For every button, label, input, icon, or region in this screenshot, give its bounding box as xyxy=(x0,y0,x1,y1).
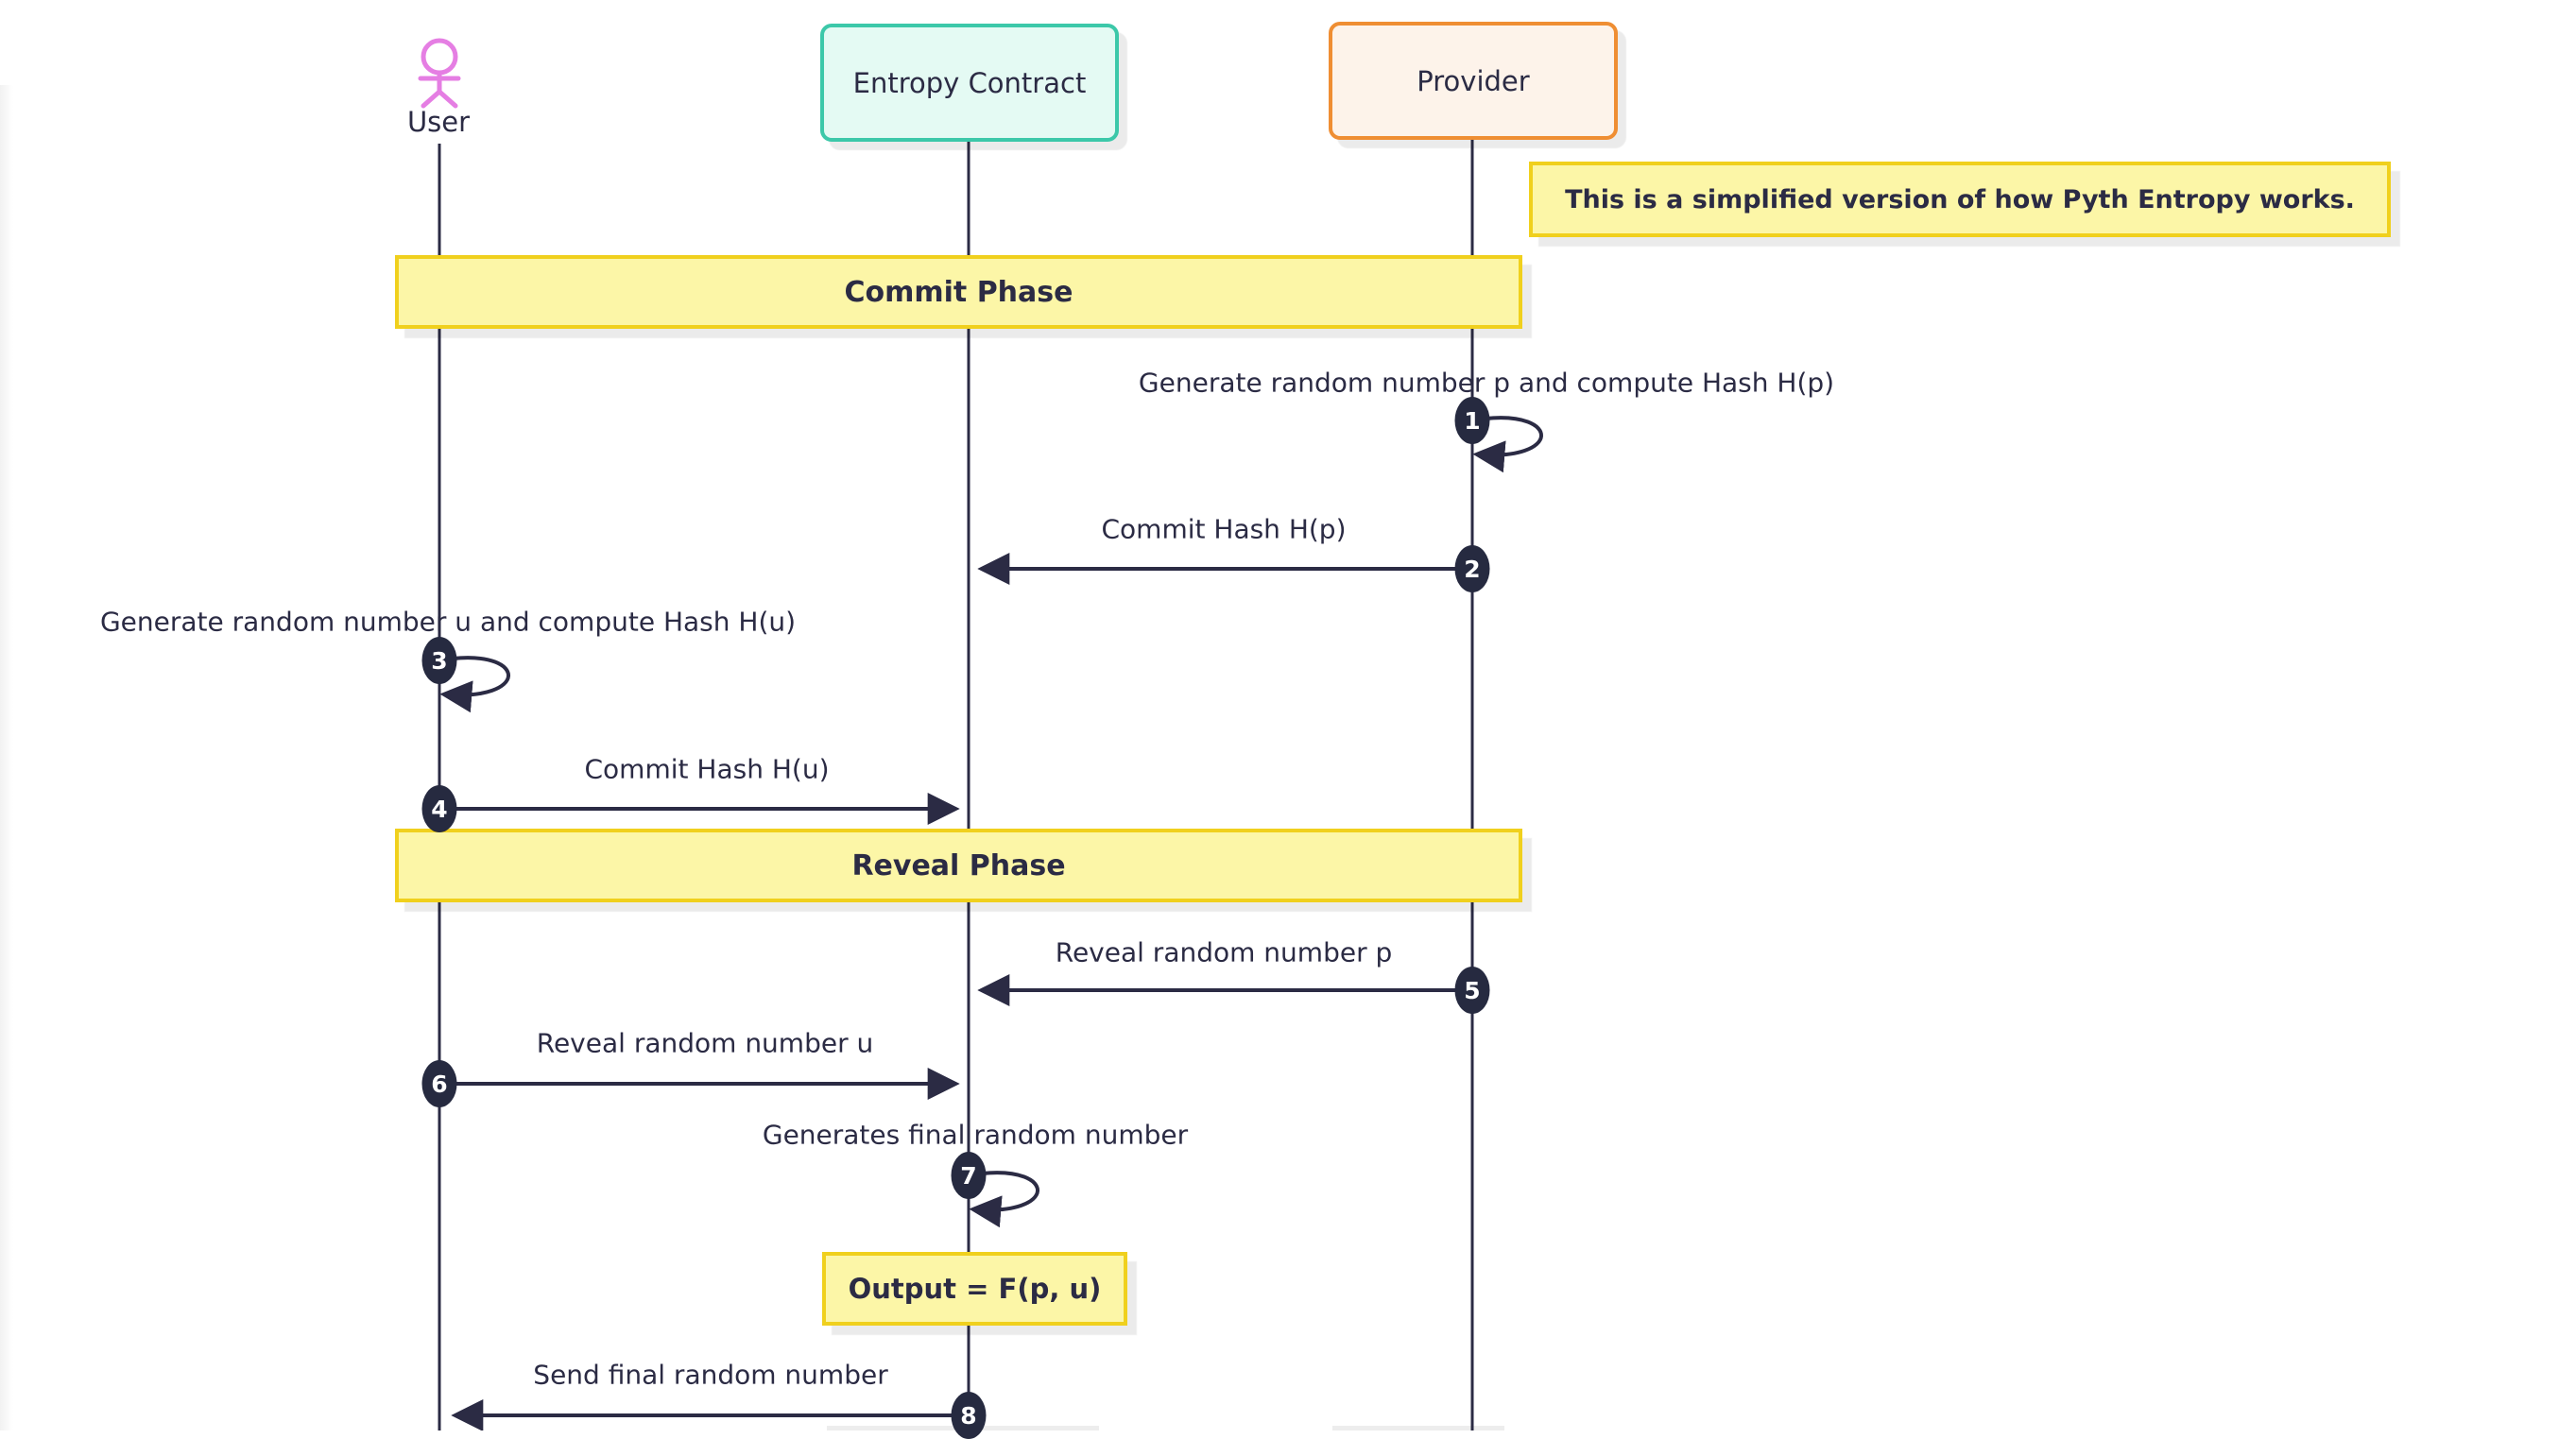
message-6-label: Reveal random number u xyxy=(536,1027,874,1059)
bottom-cropped-box-shadow-provider xyxy=(1332,1426,1504,1430)
self-arrow-7 xyxy=(969,1171,1039,1228)
user-person-icon xyxy=(418,38,461,109)
diagram-note-text: This is a simplified version of how Pyth… xyxy=(1565,184,2355,214)
message-3-label: Generate random number u and compute Has… xyxy=(99,606,797,638)
message-5-label: Reveal random number p xyxy=(1055,936,1393,968)
output-note: Output = F(p, u) xyxy=(822,1252,1127,1326)
sequence-number-2: 2 xyxy=(1454,545,1490,592)
actor-entropy-contract-label: Entropy Contract xyxy=(852,66,1087,99)
message-2-label: Commit Hash H(p) xyxy=(1101,513,1347,545)
sequence-number-5: 5 xyxy=(1454,967,1490,1014)
phase-banner-commit: Commit Phase xyxy=(395,255,1522,329)
sequence-number-7: 7 xyxy=(951,1152,987,1199)
self-arrow-1 xyxy=(1472,416,1543,473)
message-4-label: Commit Hash H(u) xyxy=(584,753,830,785)
diagram-note: This is a simplified version of how Pyth… xyxy=(1529,162,2391,237)
self-arrow-3 xyxy=(439,656,510,713)
phase-banner-reveal-label: Reveal Phase xyxy=(851,848,1066,882)
actor-provider-label: Provider xyxy=(1417,64,1530,97)
message-8-label: Send final random number xyxy=(533,1359,888,1391)
actor-entropy-contract: Entropy Contract xyxy=(820,24,1119,142)
message-7-label: Generates final random number xyxy=(762,1119,1189,1151)
sequence-number-3: 3 xyxy=(421,637,457,684)
sequence-number-6: 6 xyxy=(421,1060,457,1107)
actor-provider: Provider xyxy=(1329,22,1618,140)
phase-banner-commit-label: Commit Phase xyxy=(844,275,1073,309)
actor-user-label: User xyxy=(406,106,471,138)
sequence-number-4: 4 xyxy=(421,785,457,832)
left-edge-fade xyxy=(0,85,13,1430)
message-1-label: Generate random number p and compute Has… xyxy=(1138,367,1835,399)
phase-banner-reveal: Reveal Phase xyxy=(395,829,1522,902)
output-note-text: Output = F(p, u) xyxy=(848,1273,1102,1305)
sequence-number-8: 8 xyxy=(951,1392,987,1439)
sequence-number-1: 1 xyxy=(1454,397,1490,444)
